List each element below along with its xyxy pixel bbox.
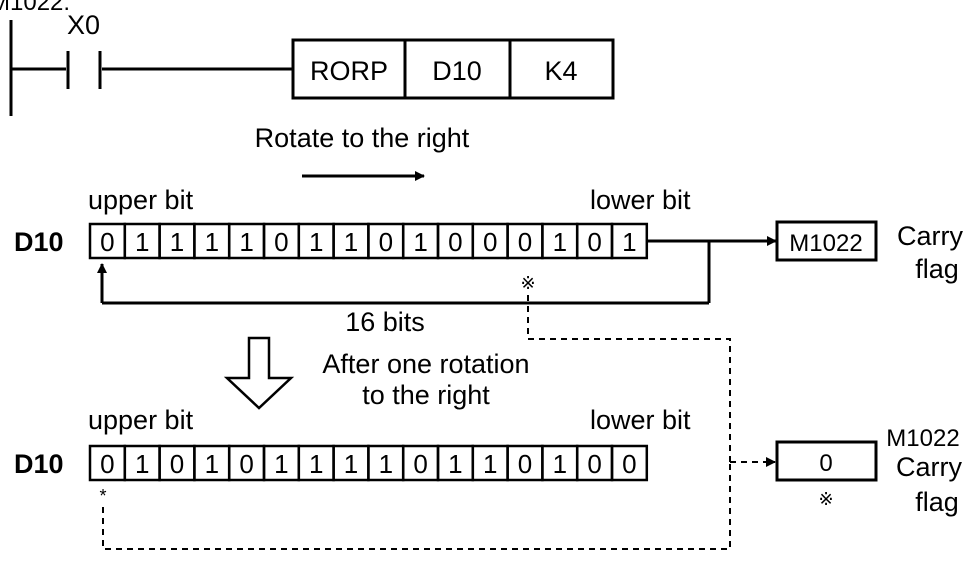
carry-label-line2: flag: [915, 487, 959, 517]
bit-value: 1: [448, 449, 462, 479]
reference-marker: ※: [520, 273, 535, 293]
bit-width-label: 16 bits: [345, 307, 425, 337]
bit-value: 0: [413, 449, 427, 479]
after-label-line2: to the right: [362, 380, 490, 410]
carry-flag-box: [775, 440, 878, 482]
bit-value: 0: [483, 227, 497, 257]
carry-label-line1: Carry: [896, 452, 962, 482]
after-label-line1: After one rotation: [322, 349, 529, 379]
bit-value: 0: [518, 449, 532, 479]
bit-value: 0: [622, 449, 636, 479]
bit-value: 0: [170, 449, 184, 479]
upper-bit-label: upper bit: [88, 185, 194, 215]
bit-value: 1: [553, 227, 567, 257]
register-name: D10: [14, 449, 64, 479]
carry-flag-value: 0: [819, 450, 832, 477]
bit-cell: [610, 222, 649, 260]
bit-value: 1: [344, 227, 358, 257]
bit-cell: [610, 444, 649, 482]
ladder-header-text: M1022:: [0, 0, 70, 16]
bit-value: 0: [239, 449, 253, 479]
down-hollow-arrow: [223, 336, 295, 410]
bit-value: 1: [309, 449, 323, 479]
carry-flag-name: M1022: [886, 425, 959, 452]
bit-value: 0: [274, 227, 288, 257]
carry-flag-name: M1022: [789, 230, 862, 257]
bit-value: 0: [518, 227, 532, 257]
instruction-operand-n: K4: [544, 56, 577, 86]
bit-value: 0: [100, 449, 114, 479]
bit-value: 1: [413, 227, 427, 257]
lower-bit-label: lower bit: [590, 185, 691, 215]
upper-bit-label: upper bit: [88, 405, 194, 435]
register-name: D10: [14, 227, 64, 257]
instruction-mnemonic: RORP: [310, 56, 388, 86]
carry-flag-box: [775, 220, 878, 262]
bit-value: 0: [100, 227, 114, 257]
bit-value: 1: [379, 449, 393, 479]
dashed-feedback-path: [102, 462, 731, 550]
reference-marker: ※: [818, 489, 833, 509]
bit-value: 1: [622, 227, 636, 257]
bit-value: 1: [309, 227, 323, 257]
after-rotation: After one rotation to the right: [223, 336, 530, 410]
bit-value: 1: [239, 227, 253, 257]
bit-value: 0: [448, 227, 462, 257]
bit-value: 0: [379, 227, 393, 257]
dashed-carry-path: [527, 295, 731, 462]
instruction-operand-d: D10: [432, 56, 482, 86]
bit-value: 1: [170, 227, 184, 257]
star-marker: *: [99, 486, 106, 506]
bit-value: 1: [135, 227, 149, 257]
bit-value: 1: [205, 227, 219, 257]
ladder-rung: M1022: X0 RORP D10 K4: [0, 0, 615, 116]
bit-value: 1: [344, 449, 358, 479]
bit-value: 0: [587, 449, 601, 479]
instruction-box: RORP D10 K4: [291, 38, 615, 100]
bit-value: 1: [483, 449, 497, 479]
bit-value: 1: [274, 449, 288, 479]
bit-value: 1: [553, 449, 567, 479]
contact-label: X0: [67, 10, 100, 40]
bit-value: 0: [587, 227, 601, 257]
carry-label-line1: Carry: [897, 221, 963, 251]
lower-bit-label: lower bit: [590, 405, 691, 435]
carry-label-line2: flag: [915, 254, 959, 284]
bit-value: 1: [205, 449, 219, 479]
bit-value: 1: [135, 449, 149, 479]
rotate-direction-label: Rotate to the right: [255, 123, 470, 153]
